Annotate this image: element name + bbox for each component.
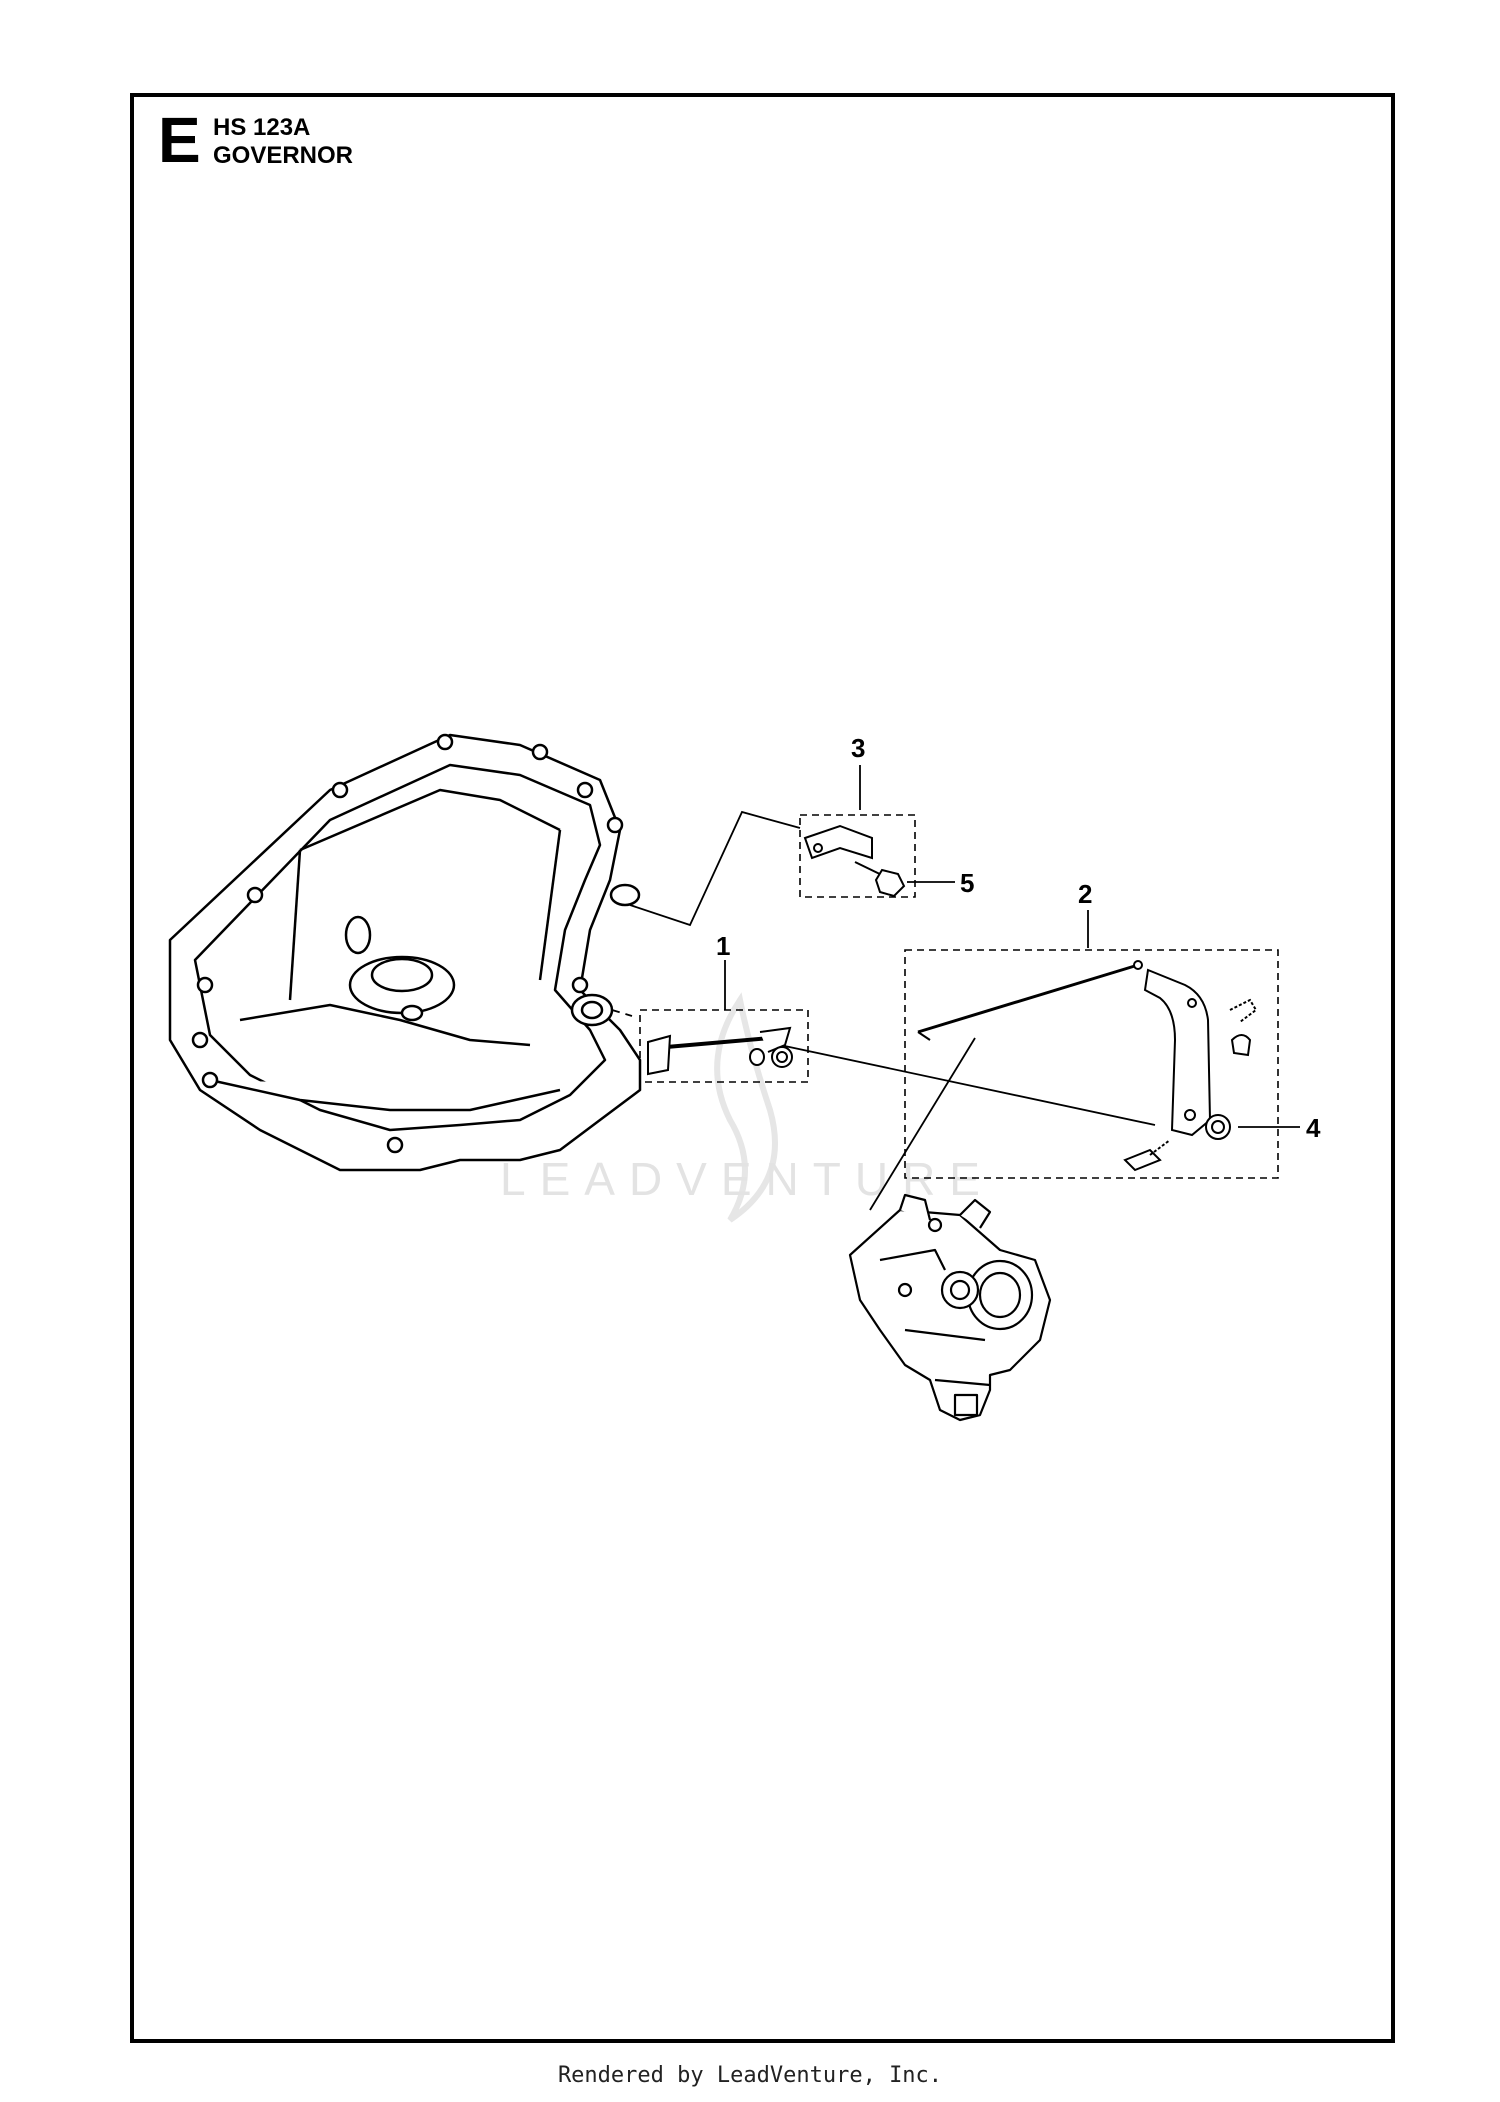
governor-bracket bbox=[803, 824, 873, 860]
carburetor bbox=[848, 1193, 1052, 1422]
watermark-text: LEADVENTURE bbox=[500, 1153, 994, 1205]
section-letter: E bbox=[158, 104, 201, 176]
group-box-3 bbox=[799, 814, 916, 898]
diagram-frame bbox=[130, 93, 1395, 2043]
group-boxes bbox=[639, 814, 1279, 1179]
callout-2: 2 bbox=[1078, 879, 1092, 909]
model-name: HS 123A bbox=[213, 114, 311, 141]
callout-4: 4 bbox=[1306, 1113, 1321, 1143]
group-box-2 bbox=[904, 949, 1279, 1179]
callout-3: 3 bbox=[851, 733, 865, 763]
callout-1: 1 bbox=[716, 931, 730, 961]
bolt bbox=[854, 861, 906, 898]
leader-shaft-to-block bbox=[611, 1009, 633, 1017]
assembly-name: GOVERNOR bbox=[213, 142, 354, 169]
title-block: HS 123A GOVERNOR bbox=[213, 114, 353, 170]
watermark-logo bbox=[714, 992, 778, 1223]
engine-block bbox=[168, 733, 642, 1172]
leader-lines bbox=[611, 765, 1300, 1211]
group-box-1 bbox=[639, 1009, 809, 1083]
leader-rod-to-carb bbox=[869, 1037, 976, 1211]
leader-bracket-to-block bbox=[629, 810, 801, 927]
governor-arm-assembly bbox=[917, 960, 1258, 1172]
callout-5: 5 bbox=[960, 868, 974, 898]
governor-shaft bbox=[647, 1026, 793, 1076]
leader-shaft-to-arm bbox=[779, 1044, 1156, 1126]
footer-credit: Rendered by LeadVenture, Inc. bbox=[557, 2063, 943, 2088]
